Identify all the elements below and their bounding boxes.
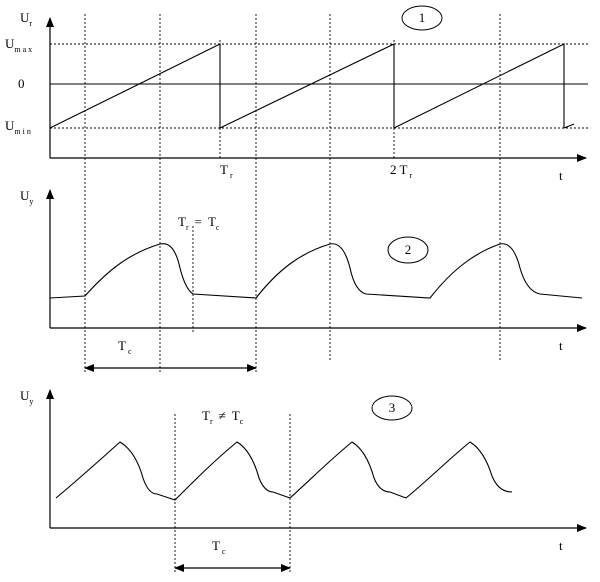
panel2-badge-number: 2	[405, 242, 412, 257]
panel1-y-label: Ur	[20, 10, 32, 28]
panel2-wave	[49, 243, 583, 299]
panel3-wave	[55, 441, 513, 501]
sawtooth-wave	[49, 43, 575, 129]
panel2-x-label: t	[559, 338, 563, 353]
zero-label: 0	[18, 76, 25, 91]
umin-label: Um i n	[5, 118, 31, 136]
panel3-badge-number: 3	[389, 400, 396, 415]
panel2-relation: Tr=Tc	[178, 214, 220, 232]
panel2-badge-ellipse	[387, 236, 429, 264]
vertical-guides	[84, 14, 501, 372]
panel1-badge-number: 1	[419, 10, 426, 25]
panel2-y-label: Uy	[20, 188, 33, 206]
panel3-x-label: t	[559, 538, 563, 553]
panel1-x-label: t	[559, 168, 563, 183]
panel3-y-label: Uy	[20, 388, 33, 406]
panel3-relation: Tr≠Tc	[202, 408, 244, 426]
umax-label: Um a x	[5, 36, 32, 54]
panel3-badge-ellipse	[371, 395, 413, 421]
panel1-badge-ellipse	[401, 5, 443, 31]
